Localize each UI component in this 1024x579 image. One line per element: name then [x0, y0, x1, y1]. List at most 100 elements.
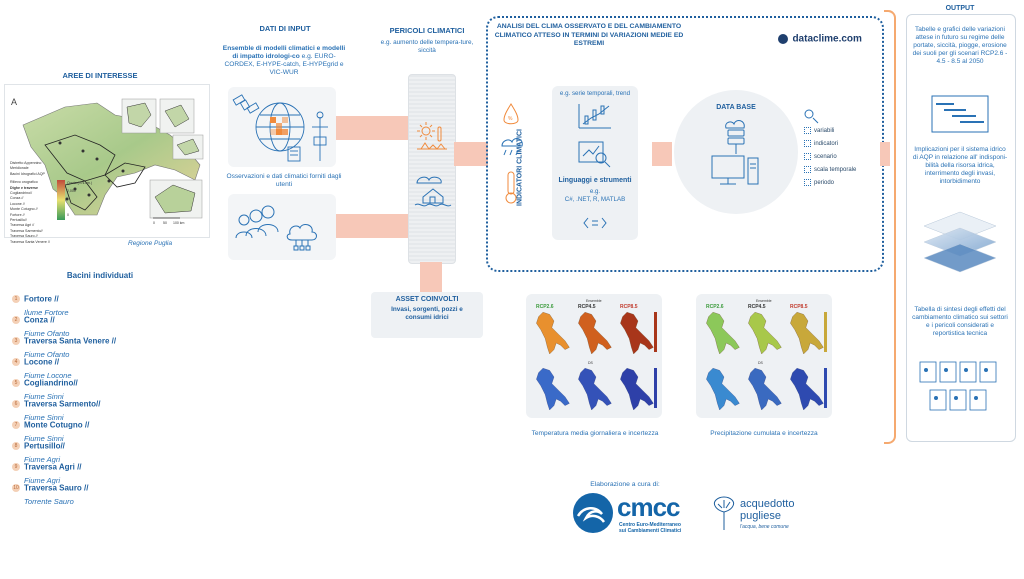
basin-number: 7 — [12, 420, 20, 429]
db-item-label: scenario — [814, 154, 837, 160]
cmcc-sub2: sui Cambiamenti Climatici — [619, 528, 682, 534]
users-cloud-icon — [235, 205, 317, 251]
hazards-subtitle: e.g. aumento delle tempera-ture, siccità — [380, 39, 474, 54]
basin-name: Monte Cotugno // — [24, 420, 90, 430]
basin-name: Traversa Agri // — [24, 462, 82, 472]
ensemble-bold: Ensemble di modelli climatici e modelli … — [222, 45, 346, 60]
aqp-tree-icon — [713, 496, 735, 530]
puglia-relief-map: A 0 50 100 km — [11, 97, 204, 225]
italy-map-mean — [536, 312, 570, 355]
input-title: DATI DI INPUT — [259, 24, 311, 33]
db-item-checkbox-icon — [804, 178, 811, 186]
output-text-2: Implicazioni per il sistema idrico di AQ… — [912, 146, 1008, 185]
input-ensemble-text: Ensemble di modelli climatici e modelli … — [222, 45, 346, 77]
db-item-label: indicatori — [814, 141, 839, 147]
basin-name: Traversa Sarmento// — [24, 399, 101, 409]
scenario-label: RCP4.5 — [578, 304, 596, 310]
db-item-label: periodo — [814, 180, 835, 186]
basins-title: Bacini individuati — [66, 271, 134, 280]
italy-map-mean — [620, 312, 654, 355]
scenario-label: RCP8.5 — [620, 304, 638, 310]
scenario-label: RCP2.6 — [536, 304, 554, 310]
assets-text: Invasi, sorgenti, pozzi e consumi idrici — [391, 306, 463, 321]
prec-caption: Precipitazione cumulata e incertezza — [710, 430, 818, 437]
basin-river: Fiume Sinni — [24, 434, 64, 443]
input-obs-text: Osservazioni e dati climatici forniti da… — [226, 173, 342, 188]
db-item: periodo — [804, 177, 878, 190]
db-item-checkbox-icon — [804, 165, 811, 173]
basin-river: Fiume Sinni — [24, 413, 64, 422]
basin-number: 4 — [12, 357, 20, 366]
legend-dighe-item: Pertusillo// — [10, 218, 27, 223]
lang-eg: e.g. — [589, 188, 601, 195]
cmcc-logo: cmcc Centro Euro-Mediterraneo sui Cambia… — [572, 492, 702, 538]
colorbar — [654, 368, 657, 408]
italy-map-uncertainty — [706, 368, 740, 411]
basin-name: Fortore // — [24, 294, 59, 304]
tools-panel — [552, 86, 638, 240]
italy-map-uncertainty — [536, 368, 570, 411]
colorbar — [654, 312, 657, 352]
aqp-tagline: l'acqua, bene comune — [740, 524, 789, 530]
basin-name: Cogliandrino// — [24, 378, 78, 388]
trend-chart-icon — [578, 104, 611, 129]
legend-dighe-item: Traversa Sauro // — [10, 234, 38, 239]
ensemble-label: Ensemble — [756, 299, 772, 303]
gantt-chart-icon — [931, 95, 989, 133]
basin-name: Locone // — [24, 357, 60, 367]
basin-river: Fiume Agri — [24, 455, 60, 464]
ensemble-examples: e.g. EURO-CORDEX, E-HYPE-catch, E-HYPEgr… — [224, 53, 344, 76]
hazards-title: PERICOLI CLIMATICI — [389, 26, 465, 35]
assets-card: ASSET COINVOLTI Invasi, sorgenti, pozzi … — [371, 292, 483, 338]
sd-label: DS — [588, 361, 594, 365]
scenario-label: RCP8.5 — [790, 304, 808, 310]
svg-text:100 km: 100 km — [173, 221, 185, 225]
legend-dighe-item: Monte Cotugno // — [10, 207, 38, 212]
basin-name: Pertusillo// — [24, 441, 65, 451]
legend-dighe-item: Traversa Santa Venere // — [10, 239, 50, 244]
reports-icon — [919, 361, 997, 411]
temp-caption: Temperatura media giornaliera e incertez… — [531, 430, 659, 437]
legend-dighe-item: Traversa Sarmento// — [10, 228, 43, 233]
legend-dighe-list: Cogliandrino// Conza // Locone // Monte … — [10, 191, 60, 245]
svg-text:0: 0 — [153, 221, 155, 225]
db-item: scenario — [804, 151, 878, 164]
areas-title: AREE DI INTERESSE — [62, 71, 138, 80]
output-bracket — [884, 10, 896, 444]
legend-dighe-item: Fortore // — [10, 212, 25, 217]
italy-map-mean — [790, 312, 824, 355]
ensemble-label: Ensemble — [586, 299, 602, 303]
italy-map-mean — [706, 312, 740, 355]
db-title: DATA BASE — [716, 104, 756, 111]
connector-analysis-output — [880, 142, 890, 166]
scenario-label: RCP2.6 — [706, 304, 724, 310]
db-item-checkbox-icon — [804, 126, 811, 134]
legend-distretto: Distretto Appennino Meridionale — [10, 161, 42, 171]
db-item: indicatori — [804, 138, 878, 151]
basin-number: 10 — [12, 483, 20, 492]
italy-map-uncertainty — [748, 368, 782, 411]
output-text-3: Tabella di sintesi degli effetti del cam… — [912, 306, 1008, 337]
scenario-label: RCP4.5 — [748, 304, 766, 310]
connector-input-hazards-1 — [336, 116, 408, 140]
db-item-label: variabili — [814, 128, 835, 134]
italy-map-mean — [748, 312, 782, 355]
credits-label: Elaborazione a cura di: — [590, 481, 660, 488]
legend-dighe-item: Traversa Agri // — [10, 223, 35, 228]
italy-map-uncertainty — [578, 368, 612, 411]
aqp-text-1: acquedotto — [740, 498, 795, 510]
svg-text:50: 50 — [163, 221, 167, 225]
brand-text: dataclime.com — [792, 33, 862, 45]
analysis-title: ANALISI DEL CLIMA OSSERVATO E DEL CAMBIA… — [494, 23, 684, 47]
legend-rilievo: Rilievo orografico — [10, 180, 38, 185]
colorbar — [824, 368, 827, 408]
legend-quota-min: 0 — [67, 213, 69, 217]
connector-hazards-assets — [420, 262, 442, 292]
